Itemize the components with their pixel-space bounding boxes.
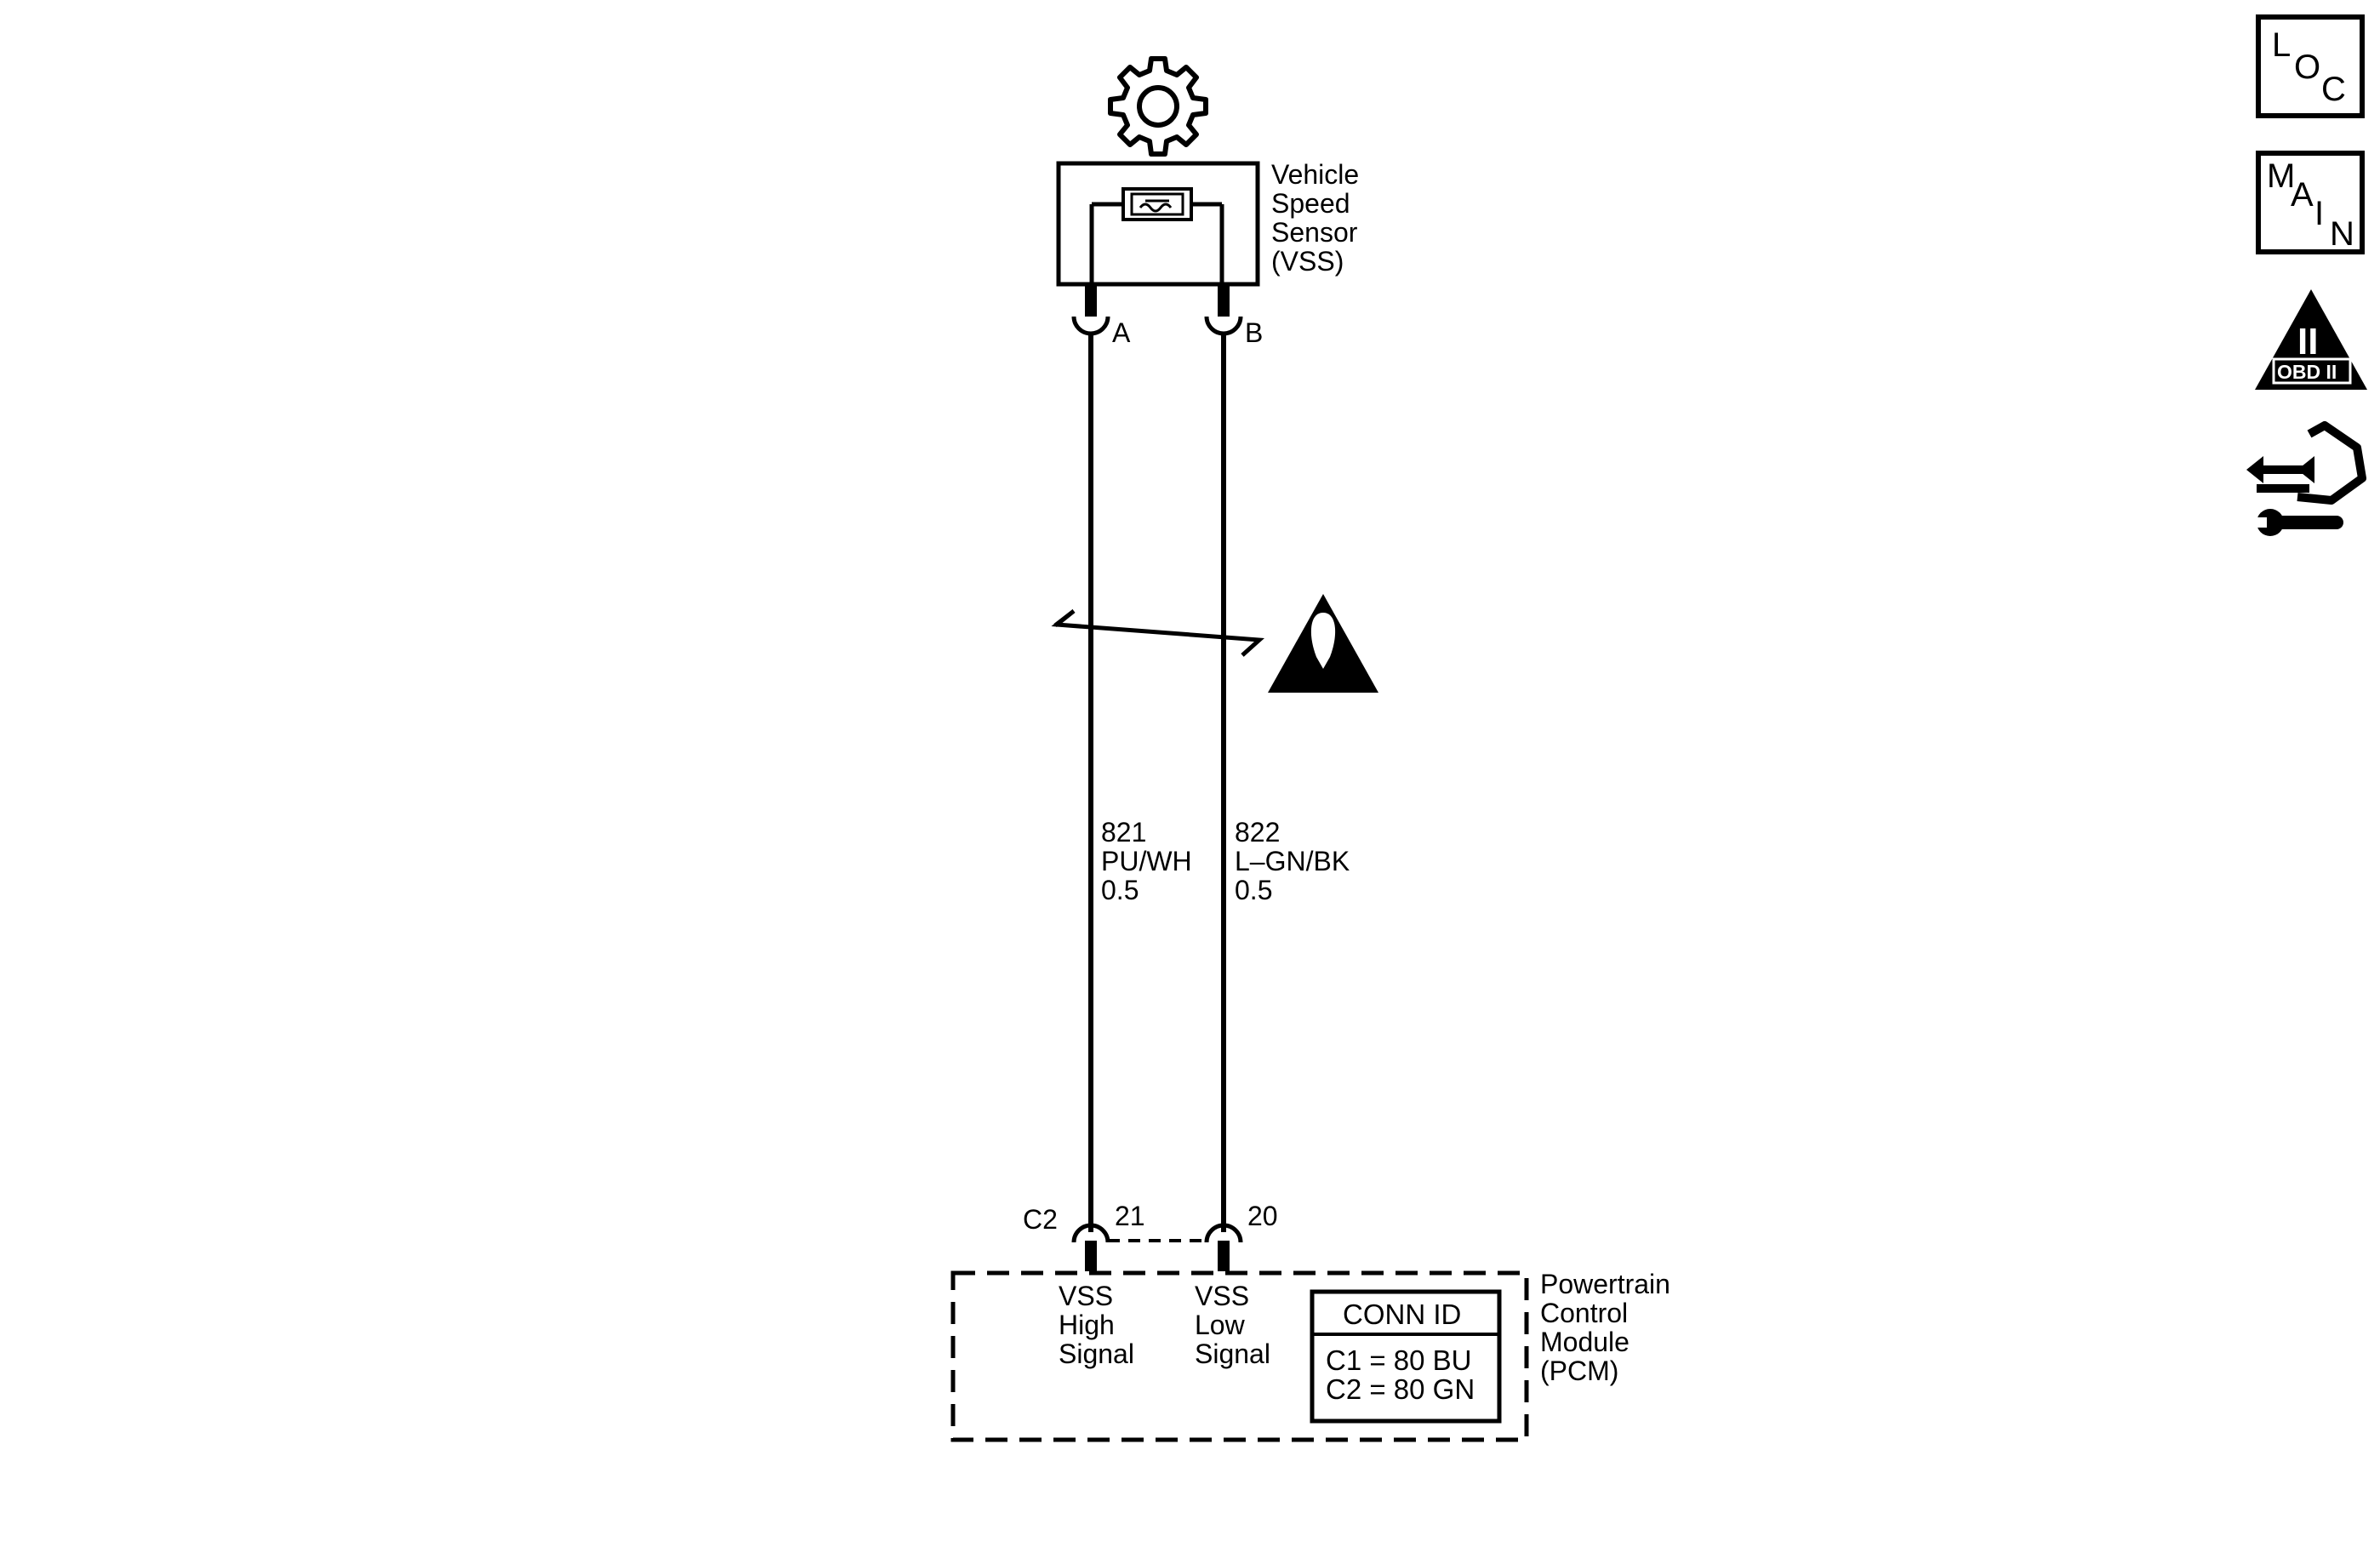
gear-icon: [1108, 56, 1208, 157]
loc-letter-o: O: [2294, 49, 2320, 86]
wire-822-color: L–GN/BK: [1235, 846, 1350, 876]
conn-id-row-c2: C2 = 80 GN: [1326, 1373, 1475, 1405]
loc-letter-l: L: [2272, 26, 2291, 64]
vehicle-speed-sensor[interactable]: Vehicle Speed Sensor (VSS): [1056, 56, 1359, 287]
vss-label-line-2: Speed: [1271, 188, 1350, 219]
wire-821-gauge: 0.5: [1101, 875, 1139, 905]
vss-high-signal-line-3: Signal: [1059, 1339, 1134, 1369]
obd-label: OBD II: [2277, 361, 2337, 383]
loc-icon: [2256, 14, 2365, 118]
caution-triangle-icon[interactable]: [1268, 594, 1378, 693]
vss-label-line-3: Sensor: [1271, 217, 1358, 248]
vss-low-signal-line-1: VSS: [1195, 1281, 1249, 1311]
connector-end-view-button[interactable]: [2246, 421, 2366, 536]
loc-letter-c: C: [2321, 71, 2346, 108]
pcm-connector-c2[interactable]: C2 21 20: [1023, 1201, 1278, 1271]
main-button[interactable]: M A I N: [2256, 151, 2365, 254]
vss-high-signal-line-2: High: [1059, 1310, 1115, 1340]
wire-821-color: PU/WH: [1101, 846, 1192, 876]
pcm-label-line-4: (PCM): [1540, 1356, 1618, 1386]
main-letter-a: A: [2291, 176, 2314, 214]
pcm-label-line-1: Powertrain: [1540, 1269, 1670, 1299]
pcm-pin-21: 21: [1115, 1201, 1145, 1231]
conn-id-title: CONN ID: [1343, 1299, 1461, 1330]
wire-821-label: 821 PU/WH 0.5: [1101, 817, 1192, 905]
sensor-element-icon: [1089, 187, 1224, 284]
vss-pin-a: A: [1112, 317, 1131, 348]
pcm-pin-20: 20: [1247, 1201, 1278, 1231]
vss-housing: [1056, 161, 1260, 287]
obd-ii-icon: [2255, 289, 2367, 390]
pcm-connector-id: C2: [1023, 1204, 1058, 1235]
pcm-label-line-3: Module: [1540, 1327, 1629, 1357]
vss-high-signal-line-1: VSS: [1059, 1281, 1113, 1311]
main-letter-n: N: [2330, 215, 2354, 253]
vss-pin-b: B: [1245, 317, 1263, 348]
wire-821-circuit: 821: [1101, 817, 1146, 848]
vss-connector[interactable]: A B: [1071, 286, 1263, 348]
conn-id-row-c1: C1 = 80 BU: [1326, 1344, 1472, 1376]
obd-ii-button[interactable]: II OBD II: [2255, 289, 2367, 390]
pcm-outline: [950, 1270, 1529, 1442]
pcm-label-line-2: Control: [1540, 1298, 1628, 1328]
obd-roman-numeral: II: [2297, 321, 2318, 362]
twisted-pair-symbol: [1051, 609, 1265, 657]
main-icon: [2256, 151, 2365, 254]
conn-id-table: CONN ID C1 = 80 BU C2 = 80 GN: [1310, 1289, 1502, 1424]
loc-button[interactable]: L O C: [2256, 14, 2365, 118]
wire-822-label: 822 L–GN/BK 0.5: [1235, 817, 1350, 905]
main-letter-m: M: [2267, 157, 2295, 195]
vss-low-signal-line-2: Low: [1195, 1310, 1246, 1340]
wire-822-gauge: 0.5: [1235, 875, 1272, 905]
main-letter-i: I: [2314, 195, 2324, 232]
vss-label-line-4: (VSS): [1271, 246, 1344, 277]
vss-label-line-1: Vehicle: [1271, 159, 1359, 190]
wire-822-circuit: 822: [1235, 817, 1280, 848]
vss-low-signal-line-3: Signal: [1195, 1339, 1270, 1369]
powertrain-control-module[interactable]: VSS High Signal VSS Low Signal CONN ID C…: [950, 1269, 1670, 1442]
connector-end-view-icon: [2246, 421, 2366, 536]
